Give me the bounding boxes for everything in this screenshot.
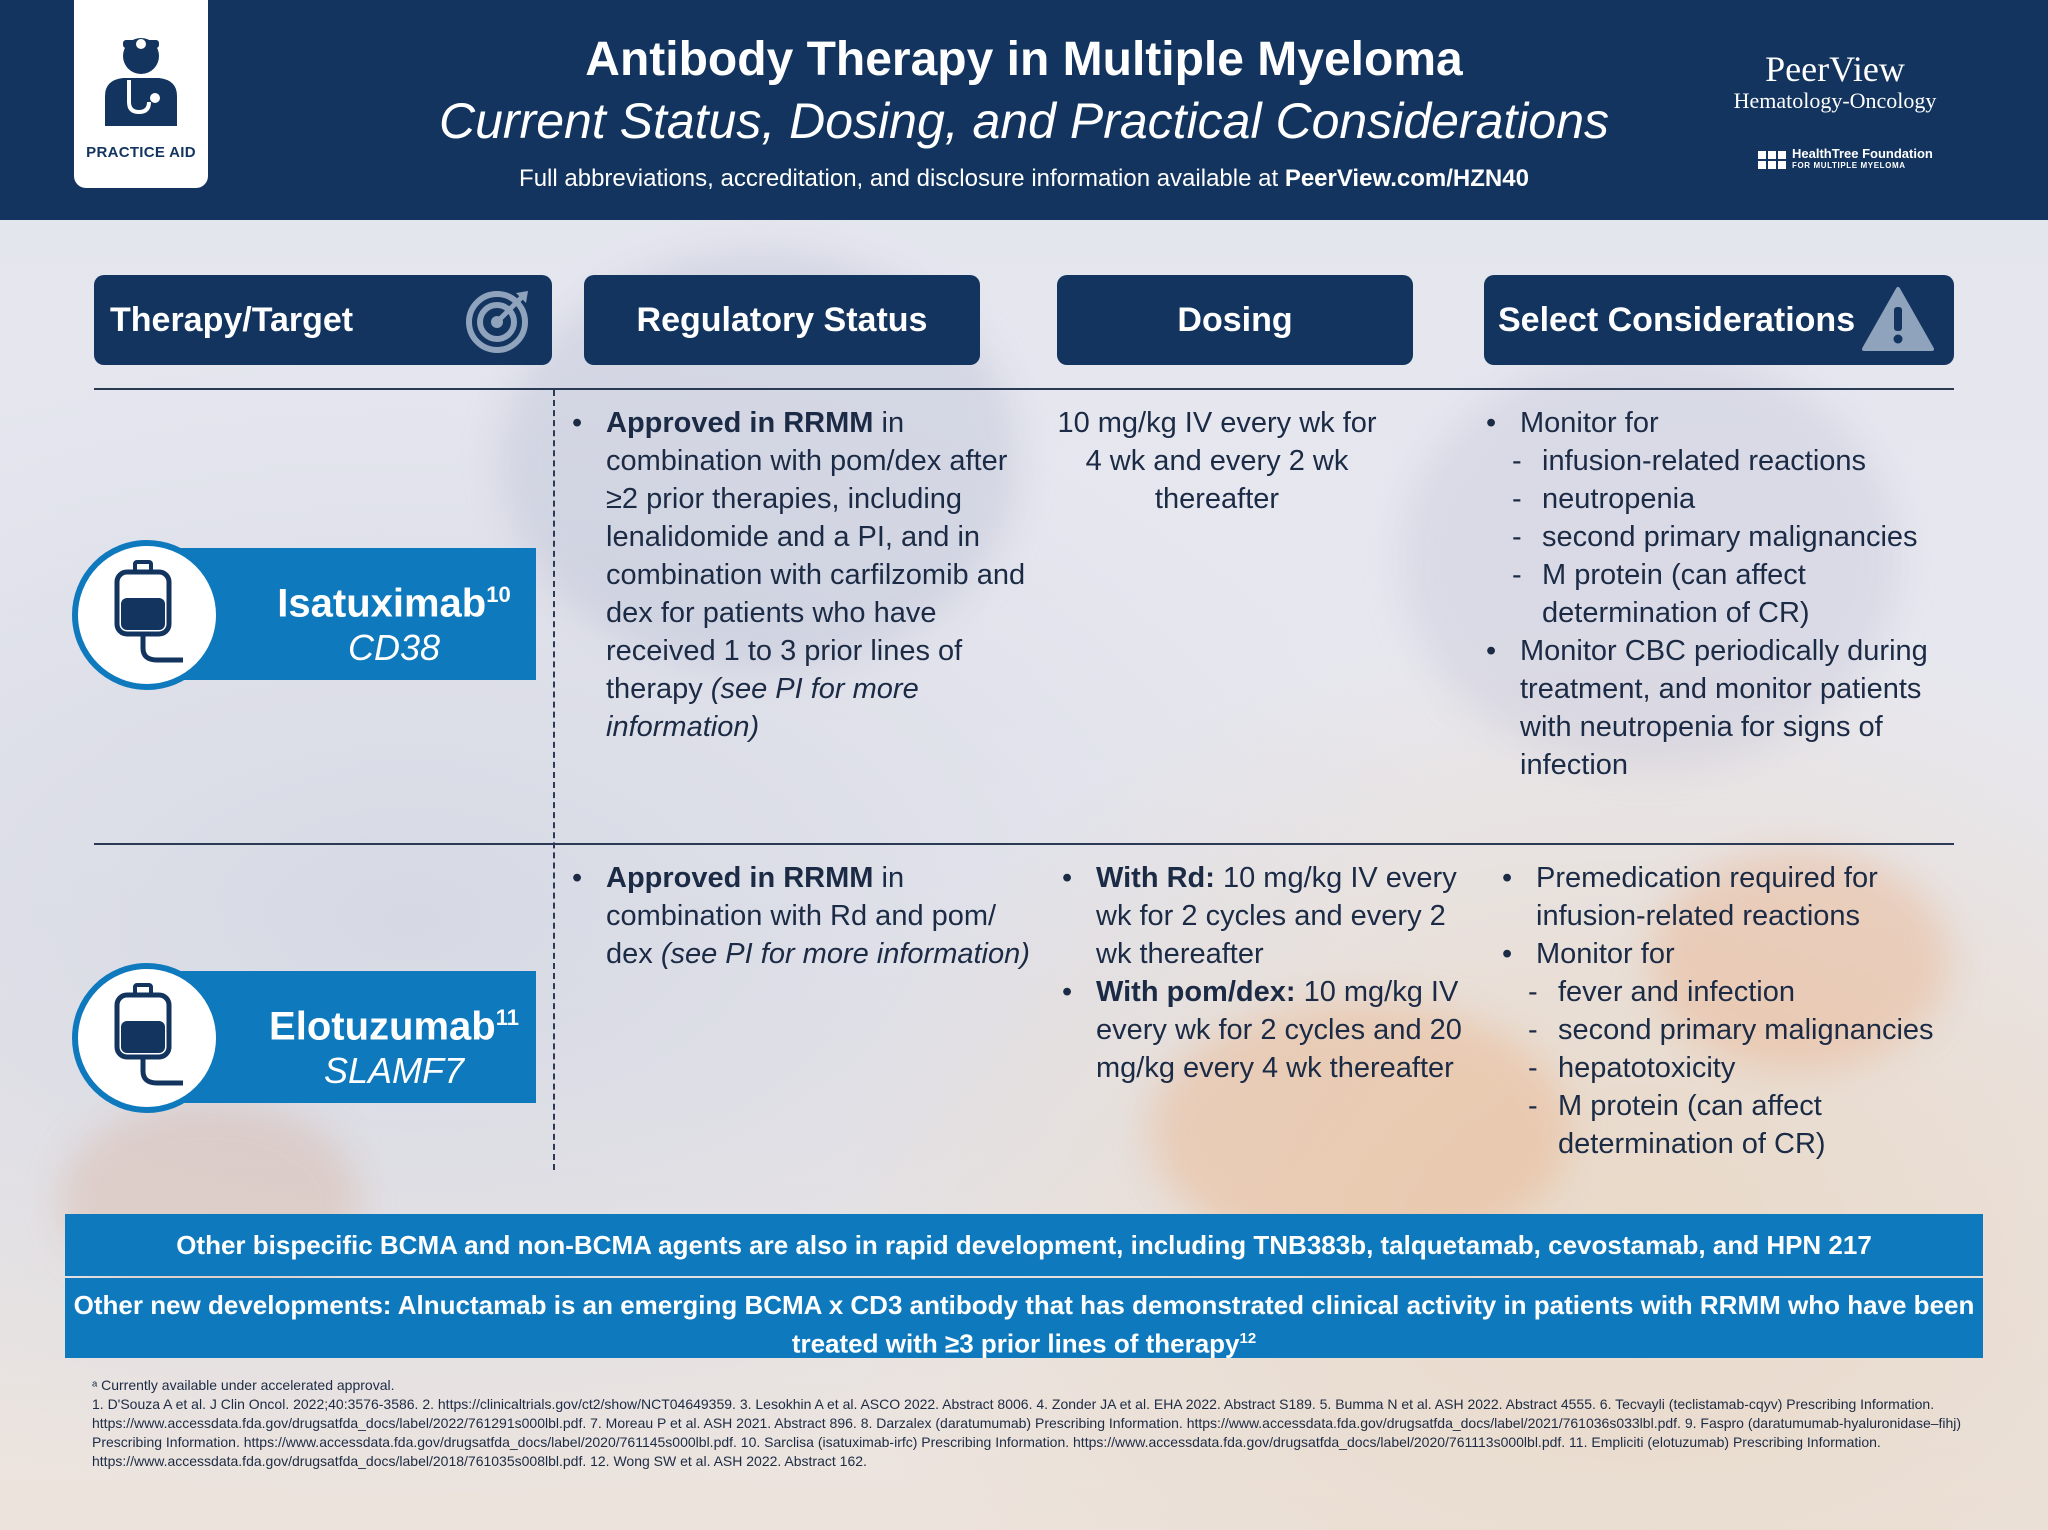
healthtree-mark-icon (1758, 151, 1786, 169)
consideration-subitem: hepatotoxicity (1558, 1052, 1736, 1084)
footnotes: ᵃ Currently available under accelerated … (92, 1376, 1972, 1471)
regulatory-note: (see PI for more information) (660, 938, 1030, 970)
column-divider (553, 390, 555, 1170)
dosing-label: With pom/dex: (1096, 976, 1296, 1008)
column-header-dosing-label: Dosing (1177, 300, 1293, 339)
page-subtitle: Current Status, Dosing, and Practical Co… (438, 93, 1610, 149)
column-header-dosing: Dosing (1057, 275, 1413, 365)
row-divider-middle (94, 843, 1954, 845)
drug-name: Elotuzumab11 (269, 1004, 519, 1049)
brand-name: PeerView (1765, 49, 1905, 89)
footnote-references: 1. D'Souza A et al. J Clin Oncol. 2022;4… (92, 1396, 1962, 1469)
doctor-icon (105, 38, 177, 126)
dosing-label: With Rd: (1096, 862, 1215, 894)
dosing-text: 10 mg/kg IV every wk for 4 wk and every … (1057, 407, 1377, 515)
column-header-regulatory: Regulatory Status (584, 275, 980, 365)
peerview-logo: PeerView Hematology-Oncology (1720, 50, 1950, 114)
regulatory-bold: Approved in RRMM (606, 407, 874, 439)
regulatory-text: in combination with Rd and pom/ dex (606, 862, 997, 970)
footnote-accelerated: ᵃ Currently available under accelerated … (92, 1377, 395, 1393)
partner-sub: FOR MULTIPLE MYELOMA (1792, 161, 1906, 170)
dosing-cell-isatuximab: 10 mg/kg IV every wk for 4 wk and every … (1050, 404, 1384, 518)
consideration-subitem: fever and infection (1558, 976, 1795, 1008)
regulatory-bold: Approved in RRMM (606, 862, 874, 894)
consideration-subitem: infusion-related reactions (1542, 445, 1867, 477)
considerations-cell-isatuximab: •Monitor for -infusion-related reactions… (1486, 404, 1956, 784)
drug-target: SLAMF7 (323, 1050, 465, 1092)
regulatory-text: in combination with pom/dex after ≥2 pri… (606, 407, 1026, 705)
consideration-subitem: M protein (can affect determination of C… (1542, 559, 1810, 629)
dosing-text: 10 mg/kg IV every wk for 2 cycles and 20… (1096, 976, 1462, 1084)
consideration-subitem: second primary malignancies (1542, 521, 1918, 553)
page-title: Antibody Therapy in Multiple Myeloma (585, 33, 1463, 86)
dosing-cell-elotuzumab: •With Rd: 10 mg/kg IV every wk for 2 cyc… (1062, 862, 1462, 1084)
regulatory-cell-isatuximab: • Approved in RRMM in combination with p… (572, 407, 1026, 743)
dosing-text: 10 mg/kg IV every wk for 2 cycles and ev… (1096, 862, 1457, 970)
drug-bar: Isatuximab10 CD38 (162, 548, 536, 680)
column-header-regulatory-label: Regulatory Status (636, 300, 928, 339)
regulatory-note: (see PI for more information) (606, 673, 919, 743)
banner-new-developments: Other new developments: Alnuctamab is an… (65, 1278, 1983, 1359)
consideration-subitem: M protein (can affect determination of C… (1558, 1090, 1826, 1160)
partner-name: HealthTree Foundation (1792, 146, 1933, 161)
consideration-item: Premedication required for infusion-rela… (1536, 862, 1878, 932)
healthtree-logo: HealthTree Foundation FOR MULTIPLE MYELO… (1758, 146, 1933, 172)
iv-bag-icon (114, 983, 183, 1086)
iv-bag-icon (114, 560, 183, 663)
practice-aid-label: PRACTICE AID (86, 144, 196, 161)
header: PRACTICE AID Antibody Therapy in Multipl… (0, 0, 2048, 220)
healthtree-text: HealthTree Foundation FOR MULTIPLE MYELO… (1792, 146, 1933, 172)
drug-name: Isatuximab10 (277, 581, 511, 626)
drug-label-elotuzumab: Elotuzumab11 SLAMF7 (72, 963, 536, 1113)
header-note-link[interactable]: PeerView.com/HZN40 (1284, 165, 1529, 192)
warning-icon (1862, 287, 1934, 351)
banner-new-developments-text: Other new developments: Alnuctamab is an… (73, 1290, 1975, 1359)
consideration-item: Monitor for (1520, 407, 1659, 439)
target-icon (466, 291, 528, 353)
regulatory-cell-elotuzumab: • Approved in RRMM in combination with R… (572, 862, 1030, 970)
considerations-cell-elotuzumab: •Premedication required for infusion-rel… (1502, 859, 1972, 1163)
header-note: Full abbreviations, accreditation, and d… (0, 165, 2048, 193)
consideration-item: Monitor CBC periodically during treatmen… (1520, 635, 1928, 781)
drug-target: CD38 (347, 627, 441, 669)
consideration-subitem: neutropenia (1542, 483, 1696, 515)
drug-bar: Elotuzumab11 SLAMF7 (162, 971, 536, 1103)
column-header-therapy: Therapy/Target (94, 275, 552, 365)
column-header-therapy-label: Therapy/Target (110, 300, 354, 339)
row-divider-top (94, 388, 1954, 390)
header-note-text: Full abbreviations, accreditation, and d… (519, 165, 1279, 192)
column-header-considerations: Select Considerations (1484, 275, 1954, 365)
drug-icon-circle (72, 963, 222, 1113)
banner-ref: 12 (1239, 1330, 1257, 1347)
consideration-item: Monitor for (1536, 938, 1675, 970)
column-header-considerations-label: Select Considerations (1498, 300, 1856, 339)
practice-aid-badge: PRACTICE AID (74, 0, 208, 188)
consideration-subitem: second primary malignancies (1558, 1014, 1934, 1046)
banner-bispecific: Other bispecific BCMA and non-BCMA agent… (65, 1214, 1983, 1276)
drug-icon-circle (72, 540, 222, 690)
drug-label-isatuximab: Isatuximab10 CD38 (72, 540, 536, 690)
brand-sub: Hematology-Oncology (1733, 88, 1937, 113)
